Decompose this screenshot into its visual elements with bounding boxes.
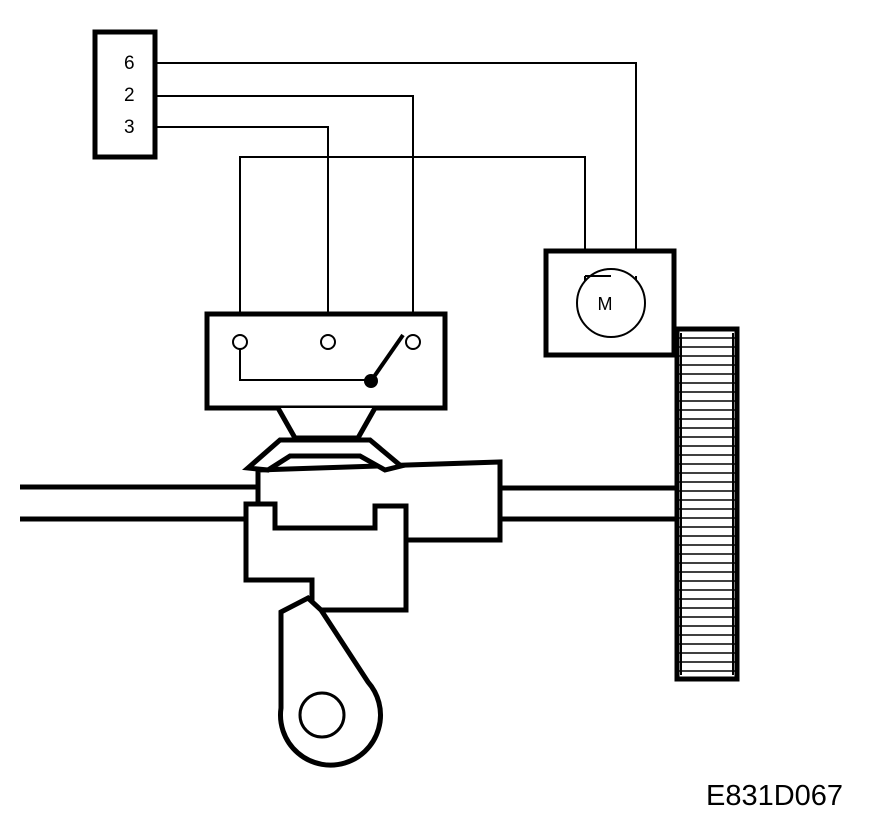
- reference-code: E831D067: [706, 780, 843, 812]
- connector-block: 6 2 3: [92, 29, 158, 160]
- cam-follower: [242, 437, 407, 473]
- wire-pin-2: [157, 95, 414, 336]
- wire-switch-to-motor: [239, 156, 586, 336]
- crank-eye: [298, 691, 346, 739]
- connector-pin-2: 2: [124, 85, 135, 106]
- switch-terminal-left: [232, 334, 248, 350]
- switch-plunger: [275, 406, 378, 441]
- gear: [674, 326, 740, 682]
- wire-pin-3: [157, 126, 329, 336]
- switch-lever: [369, 333, 405, 383]
- gear-teeth: [679, 333, 735, 675]
- connector-pin-6: 6: [124, 53, 135, 74]
- wiring: [157, 62, 637, 336]
- connector-pin-3: 3: [124, 117, 135, 138]
- switch-terminal-right: [405, 334, 421, 350]
- motor-unit: M: [543, 248, 677, 358]
- motor-label: M: [598, 294, 613, 314]
- shafts: [20, 484, 678, 522]
- switch-housing: [204, 311, 448, 411]
- carrier-block: [255, 459, 503, 543]
- switch-pivot: [364, 374, 378, 388]
- motor-symbol: [576, 268, 646, 338]
- crank-arm: [278, 594, 383, 768]
- wire-pin-6: [157, 62, 637, 276]
- switch-terminal-middle: [320, 334, 336, 350]
